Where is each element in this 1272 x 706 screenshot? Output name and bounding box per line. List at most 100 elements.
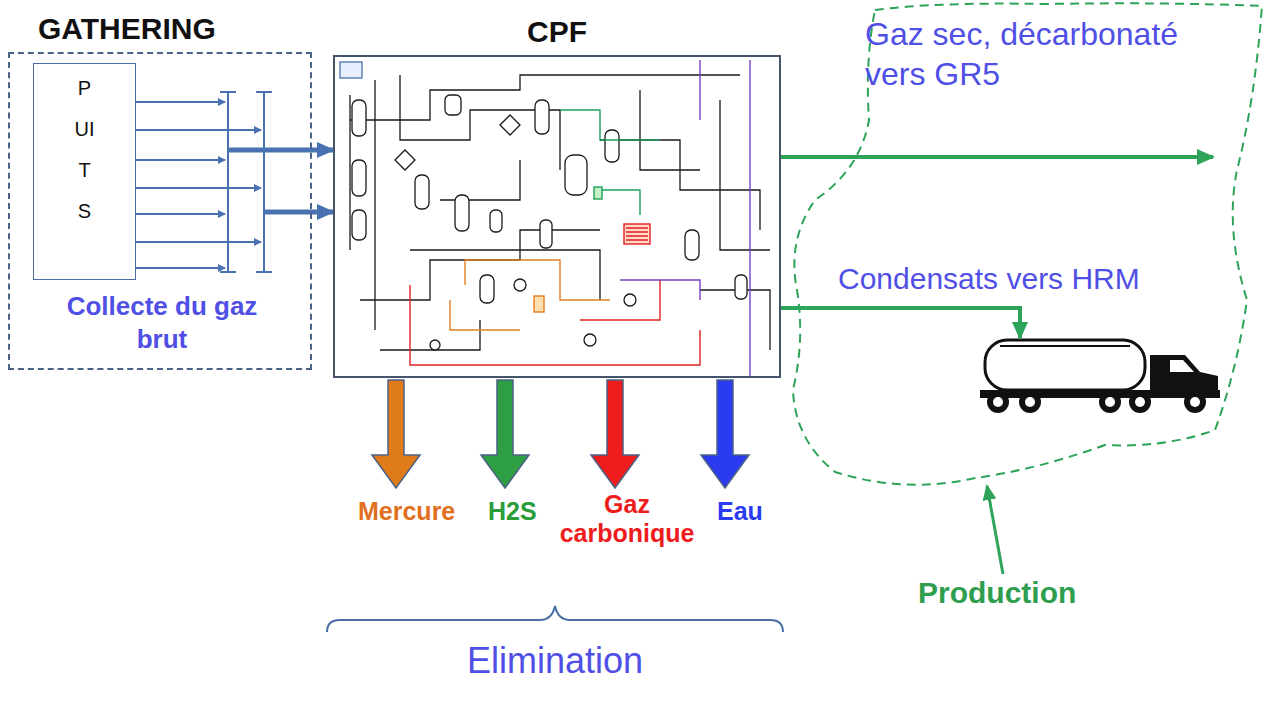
truck-illustration	[987, 391, 1206, 413]
manifold	[136, 129, 261, 131]
process-flow-drawing	[700, 100, 770, 350]
flow-arrow	[781, 308, 1020, 338]
truck-illustration	[985, 340, 1145, 390]
process-flow-drawing	[352, 100, 366, 136]
manifold	[136, 101, 225, 103]
brace	[327, 606, 783, 632]
process-flow-drawing	[352, 160, 366, 196]
process-flow-drawing	[565, 155, 587, 195]
process-flow-drawing	[535, 100, 549, 134]
section-heading: GATHERING	[38, 12, 216, 46]
process-flow-drawing	[624, 294, 636, 306]
truck-illustration	[1025, 397, 1035, 407]
manifold	[136, 159, 225, 161]
process-flow-drawing	[455, 195, 469, 231]
process-flow-drawing	[490, 210, 502, 232]
leader-arrow	[987, 486, 1003, 574]
manifold	[136, 241, 261, 243]
elimination-arrows	[372, 380, 749, 488]
process-colored-lines	[626, 228, 648, 240]
process-flow-drawing	[430, 340, 440, 350]
process-colored-lines	[560, 110, 660, 140]
process-colored-lines	[620, 280, 700, 300]
process-flow-drawing	[360, 230, 600, 350]
region-outline-path	[793, 3, 1262, 484]
process-flow-drawing	[584, 334, 596, 346]
truck-illustration	[1105, 397, 1115, 407]
process-colored-lines	[600, 190, 640, 215]
manifold	[136, 187, 261, 189]
manifold	[228, 148, 312, 153]
process-flow-drawing	[340, 62, 770, 350]
process-flow-drawing	[685, 230, 699, 260]
removed-component: H2S	[488, 497, 537, 526]
process-flow-drawing	[395, 115, 520, 170]
process-flow-drawing	[735, 275, 747, 299]
truck-illustration	[993, 397, 1003, 407]
truck-illustration	[1129, 391, 1151, 413]
manifold	[220, 91, 236, 93]
truck-illustration	[1099, 391, 1121, 413]
manifold	[136, 267, 225, 269]
manifold	[256, 91, 272, 93]
region-label: Production	[918, 576, 1076, 610]
truck-illustration	[1150, 355, 1218, 395]
manifold	[220, 271, 236, 273]
truck-illustration	[987, 391, 1009, 413]
process-colored-lines	[700, 60, 750, 378]
truck-illustration	[1190, 397, 1200, 407]
truck-illustration	[1135, 397, 1145, 407]
group-caption: Elimination	[467, 640, 643, 682]
process-flow-drawing	[600, 90, 760, 230]
manifold	[256, 271, 272, 273]
truck-illustration	[1000, 345, 1130, 347]
process-flow-drawing	[415, 175, 429, 209]
gathering-box: PUITSGATHERINGCollecte du gaz brut	[8, 52, 312, 370]
flow-label: Condensats vers HRM	[838, 262, 1140, 296]
truck-illustration	[1019, 391, 1041, 413]
manifold	[227, 92, 229, 272]
elimination-arrows	[591, 380, 639, 488]
section-heading: CPF	[335, 15, 779, 49]
manifold	[264, 210, 312, 215]
process-flow-drawing	[400, 75, 560, 170]
manifold	[263, 92, 265, 272]
flow-arrow	[312, 210, 333, 215]
manifold	[136, 92, 312, 272]
flow-label: Gaz sec, décarbonaté vers GR5	[865, 14, 1235, 94]
removed-component: Mercure	[358, 497, 455, 526]
truck-illustration	[980, 340, 1220, 413]
process-flow-drawing	[445, 95, 461, 115]
wells-box: PUITS	[33, 63, 136, 280]
process-flow-drawing	[480, 275, 494, 303]
cpf-box: CPF	[333, 55, 781, 378]
process-colored-lines	[465, 260, 610, 300]
removed-component: Gaz carbonique	[552, 490, 702, 548]
section-caption: Collecte du gaz brut	[62, 290, 262, 355]
process-flow-drawing	[540, 220, 552, 248]
elimination-arrows	[372, 380, 420, 488]
manifold	[136, 213, 225, 215]
truck-illustration	[993, 397, 1200, 407]
process-colored-lines	[534, 296, 544, 312]
process-flow-drawing	[350, 75, 740, 330]
process-colored-lines	[594, 187, 602, 199]
removed-component: Eau	[717, 497, 763, 526]
process-flow-drawing	[352, 210, 366, 240]
process-flow-drawing	[340, 62, 362, 78]
truck-illustration	[1184, 391, 1206, 413]
flow-arrow	[312, 148, 333, 153]
process-colored-lines	[450, 300, 520, 330]
truck-illustration	[980, 390, 1220, 398]
elimination-arrows	[701, 380, 749, 488]
flow-arrow	[781, 155, 1213, 159]
elimination-arrows	[481, 380, 529, 488]
region-outline	[785, 0, 1268, 500]
process-flow-drawing	[514, 279, 526, 291]
process-flow-drawing	[605, 130, 619, 162]
process-colored-lines	[410, 280, 700, 365]
truck-illustration	[1170, 360, 1194, 372]
